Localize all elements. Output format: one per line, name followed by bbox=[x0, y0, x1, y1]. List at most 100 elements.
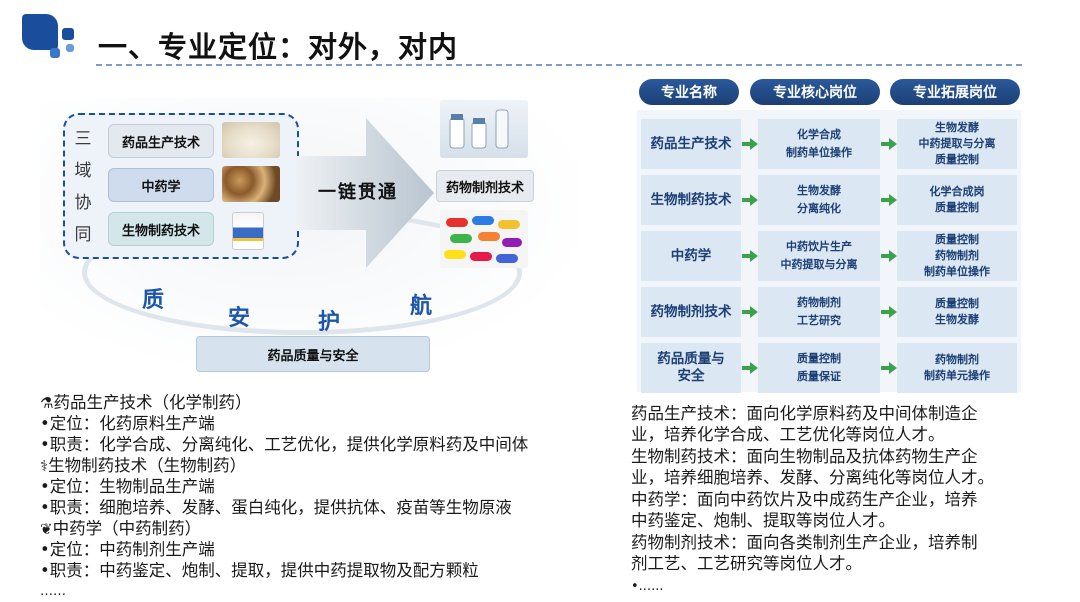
tcm-heading: ❦中药学（中药制药） bbox=[40, 519, 202, 538]
green-arrow-icon bbox=[881, 250, 897, 262]
cell-text: 安全 bbox=[677, 368, 705, 384]
page-title: 一、专业定位：对外，对内 bbox=[98, 30, 459, 64]
vials-photo bbox=[440, 100, 528, 158]
cell-text: 药物制剂 bbox=[935, 249, 979, 262]
cell-text: 中药饮片生产 bbox=[786, 240, 852, 253]
text-line: •定位：化药原料生产端 bbox=[40, 414, 215, 433]
text-line: 药物制剂技术：面向各类制剂生产企业，培养制 bbox=[631, 533, 978, 552]
title-divider bbox=[96, 64, 1022, 66]
vertical-char: 协 bbox=[74, 193, 92, 213]
guard-char: 安 bbox=[228, 306, 251, 331]
vertical-char: 域 bbox=[74, 161, 92, 181]
cell-text: 质量控制 bbox=[935, 233, 979, 246]
cell-text: 质量控制 bbox=[935, 201, 979, 214]
cell-text: 药品质量与 bbox=[657, 351, 725, 367]
cell-text: 生物制药技术 bbox=[650, 191, 732, 208]
table-cell-core: 药物制剂工艺研究 bbox=[758, 287, 880, 337]
text-line: 生物制药技术：面向生物制品及抗体药物生产企 bbox=[631, 447, 978, 466]
text-line: •职责：化学合成、分离纯化、工艺优化，提供化学原料药及中间体 bbox=[40, 435, 529, 454]
cell-text: 药品生产技术 bbox=[650, 135, 732, 152]
table-cell-core: 质量控制质量保证 bbox=[758, 343, 880, 393]
cell-text: 质量控制 bbox=[935, 153, 979, 166]
course-box-pharma-production: 药品生产技术 bbox=[108, 124, 214, 158]
cell-text: 生物发酵 bbox=[935, 313, 979, 326]
cell-text: 药物制剂 bbox=[797, 296, 841, 309]
text-line: 剂工艺、工艺研究等岗位人才。 bbox=[631, 554, 862, 573]
vial-photo bbox=[232, 212, 264, 250]
biopharma-heading: ⚕生物制药技术（生物制药） bbox=[40, 456, 247, 475]
product-label: 药物制剂技术 bbox=[436, 170, 534, 202]
vertical-char: 同 bbox=[74, 225, 92, 245]
green-arrow-icon bbox=[742, 138, 758, 150]
text-line: 业，培养化学合成、工艺优化等岗位人才。 bbox=[631, 425, 945, 444]
text-line: •定位：生物制品生产端 bbox=[40, 477, 215, 496]
chain-text: 一链贯通 bbox=[318, 182, 398, 203]
green-arrow-icon bbox=[881, 362, 897, 374]
table-cell-extended: 药物制剂制药单元操作 bbox=[897, 343, 1017, 393]
ellipsis: …… bbox=[40, 584, 66, 599]
guard-char: 质 bbox=[142, 288, 165, 313]
cell-text: 质量保证 bbox=[797, 370, 841, 383]
guard-char: 护 bbox=[318, 310, 341, 335]
text-line: •职责：细胞培养、发酵、蛋白纯化，提供抗体、疫苗等生物原液 bbox=[40, 498, 512, 517]
vertical-char: 三 bbox=[74, 129, 92, 149]
text-line: 中药鉴定、炮制、提取等岗位人才。 bbox=[631, 511, 895, 530]
text-line: •职责：中药鉴定、炮制、提取，提供中药提取物及配方颗粒 bbox=[40, 561, 479, 580]
cell-text: 分离纯化 bbox=[797, 202, 841, 215]
quality-safety-box: 药品质量与安全 bbox=[196, 336, 430, 372]
chain-arrow bbox=[296, 118, 434, 268]
cell-text: 生物发酵 bbox=[935, 121, 979, 134]
guard-char: 航 bbox=[410, 294, 433, 319]
green-arrow-icon bbox=[742, 194, 758, 206]
text-line: •定位：中药制剂生产端 bbox=[40, 540, 215, 559]
table-cell-major: 药物制剂技术 bbox=[641, 287, 741, 337]
cell-text: 中药提取与分离 bbox=[780, 258, 858, 271]
table-cell-major: 中药学 bbox=[641, 231, 741, 281]
green-arrow-icon bbox=[742, 362, 758, 374]
table-cell-extended: 化学合成岗质量控制 bbox=[897, 175, 1017, 225]
cell-text: 制药单元操作 bbox=[924, 369, 990, 382]
cell-text: 中药提取与分离 bbox=[918, 137, 996, 150]
herb-icon: ❦ bbox=[40, 520, 53, 538]
cell-text: 药物制剂技术 bbox=[650, 303, 732, 320]
table-cell-major: 生物制药技术 bbox=[641, 175, 741, 225]
course-box-biopharma: 生物制药技术 bbox=[108, 212, 214, 246]
ellipsis: •...... bbox=[631, 579, 664, 594]
cell-text: 化学合成 bbox=[797, 128, 841, 141]
table-cell-core: 生物发酵分离纯化 bbox=[758, 175, 880, 225]
cell-text: 中药学 bbox=[670, 247, 712, 264]
green-arrow-icon bbox=[742, 306, 758, 318]
header-major: 专业名称 bbox=[639, 79, 739, 105]
dna-icon: ⚕ bbox=[40, 457, 49, 475]
cell-text: 药物制剂 bbox=[935, 353, 979, 366]
table-cell-extended: 质量控制药物制剂制药单位操作 bbox=[897, 231, 1017, 281]
green-arrow-icon bbox=[742, 250, 758, 262]
table-cell-major: 药品质量与安全 bbox=[641, 343, 741, 393]
table-cell-extended: 质量控制生物发酵 bbox=[897, 287, 1017, 337]
cell-text: 质量控制 bbox=[935, 297, 979, 310]
capsules-photo bbox=[440, 210, 528, 268]
course-box-tcm: 中药学 bbox=[108, 168, 214, 202]
text-line: 业，培养细胞培养、发酵、分离纯化等岗位人才。 bbox=[631, 468, 994, 487]
header-core-posts: 专业核心岗位 bbox=[750, 79, 880, 105]
green-arrow-icon bbox=[881, 306, 897, 318]
cell-text: 质量控制 bbox=[797, 352, 841, 365]
cell-text: 生物发酵 bbox=[797, 184, 841, 197]
cell-text: 制药单位操作 bbox=[786, 146, 852, 159]
table-cell-core: 中药饮片生产中药提取与分离 bbox=[758, 231, 880, 281]
cell-text: 制药单位操作 bbox=[924, 265, 990, 278]
flask-icon: ⚗ bbox=[40, 394, 54, 412]
herbs-photo bbox=[222, 166, 280, 202]
table-cell-core: 化学合成制药单位操作 bbox=[758, 119, 880, 169]
text-line: 中药学：面向中药饮片及中成药生产企业，培养 bbox=[631, 490, 978, 509]
pharma-production-heading: ⚗药品生产技术（化学制药） bbox=[40, 393, 252, 412]
powder-photo bbox=[222, 122, 280, 158]
table-cell-major: 药品生产技术 bbox=[641, 119, 741, 169]
cell-text: 化学合成岗 bbox=[929, 185, 985, 198]
text-line: 药品生产技术：面向化学原料药及中间体制造企 bbox=[631, 404, 978, 423]
green-arrow-icon bbox=[881, 138, 897, 150]
cell-text: 工艺研究 bbox=[797, 314, 841, 327]
table-cell-extended: 生物发酵中药提取与分离质量控制 bbox=[897, 119, 1017, 169]
header-extended-posts: 专业拓展岗位 bbox=[890, 79, 1020, 105]
green-arrow-icon bbox=[881, 194, 897, 206]
